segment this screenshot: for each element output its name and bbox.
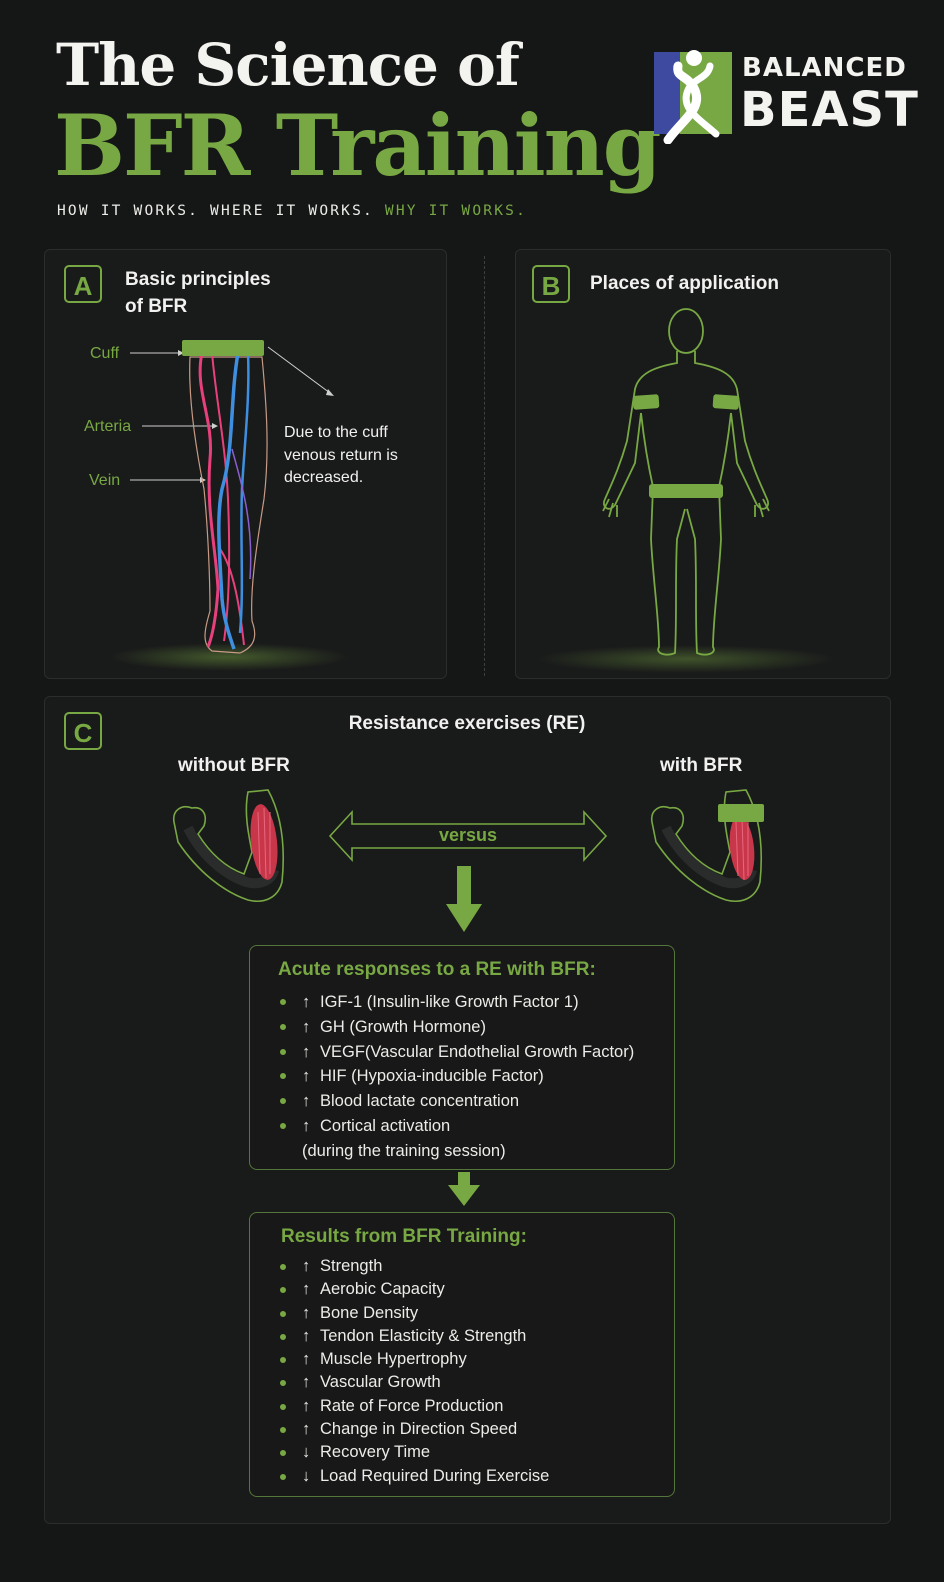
panel-b-badge: B — [532, 265, 570, 303]
cuff-note: Due to the cuff venous return is decreas… — [284, 422, 398, 490]
label-cuff: Cuff — [90, 345, 120, 362]
list-item: ↑Muscle Hypertrophy — [278, 1348, 549, 1371]
results-list: ↑Strength ↑Aerobic Capacity ↑Bone Densit… — [278, 1255, 549, 1488]
acute-responses-list: ↑IGF-1 (Insulin-like Growth Factor 1) ↑G… — [278, 990, 634, 1164]
list-item: ↑Cortical activation(during the training… — [278, 1114, 634, 1164]
versus-label: versus — [438, 825, 498, 845]
without-bfr-label: without BFR — [178, 755, 290, 776]
logo-word-beast: BEAST — [740, 82, 919, 138]
label-arteria: Arteria — [84, 418, 132, 435]
tagline-part-2: WHY IT WORKS. — [384, 203, 527, 219]
list-item: ↑Strength — [278, 1255, 549, 1278]
list-item: ↑Tendon Elasticity & Strength — [278, 1325, 549, 1348]
acute-responses-title: Acute responses to a RE with BFR: — [278, 959, 596, 980]
versus-double-arrow-icon — [328, 809, 608, 863]
list-item: ↑Blood lactate concentration — [278, 1089, 634, 1114]
cuff-note-line-1: Due to the cuff — [284, 424, 388, 441]
list-item: ↑Rate of Force Production — [278, 1395, 549, 1418]
acute-responses-footnote: (during the training session) — [302, 1141, 506, 1160]
arm-without-bfr-icon — [172, 789, 285, 902]
list-item: ↑VEGF(Vascular Endothelial Growth Factor… — [278, 1040, 634, 1065]
list-item: ↓Load Required During Exercise — [278, 1465, 549, 1488]
panel-divider — [484, 256, 485, 676]
list-item: ↑IGF-1 (Insulin-like Growth Factor 1) — [278, 990, 634, 1015]
tagline-part-1: HOW IT WORKS. WHERE IT WORKS. — [57, 203, 385, 219]
panel-a-title-line-1: Basic principles — [125, 269, 271, 290]
panel-b-places-of-application — [515, 249, 891, 679]
list-item: ↑Change in Direction Speed — [278, 1418, 549, 1441]
list-item: ↓Recovery Time — [278, 1441, 549, 1464]
panel-a-title-line-2: of BFR — [125, 296, 188, 317]
title-line-1: The Science of — [56, 31, 520, 99]
results-box: Results from BFR Training: ↑Strength ↑Ae… — [249, 1212, 675, 1497]
logo-word-balanced: BALANCED — [742, 53, 907, 83]
panel-b-title: Places of application — [590, 273, 779, 294]
panel-a-badge: A — [64, 265, 102, 303]
results-title: Results from BFR Training: — [281, 1226, 527, 1247]
arm-with-bfr-icon — [650, 789, 764, 902]
leg-illustration — [109, 340, 349, 671]
panel-c-badge: C — [64, 712, 102, 750]
list-item: ↑GH (Growth Hormone) — [278, 1015, 634, 1040]
down-arrow-small-icon — [448, 1172, 480, 1206]
list-item: ↑Vascular Growth — [278, 1371, 549, 1394]
acute-responses-box: Acute responses to a RE with BFR: ↑IGF-1… — [249, 945, 675, 1170]
cuff-note-line-2: venous return is — [284, 446, 398, 464]
with-bfr-label: with BFR — [660, 755, 743, 776]
body-figure-illustration — [536, 308, 836, 673]
cuff-note-line-3: decreased. — [284, 469, 364, 486]
title-line-2: BFR Training — [54, 96, 661, 195]
list-item: ↑Aerobic Capacity — [278, 1278, 549, 1301]
down-arrow-icon — [446, 866, 482, 932]
tagline: HOW IT WORKS. WHERE IT WORKS. WHY IT WOR… — [57, 203, 527, 219]
panel-a-title: Basic principles of BFR — [125, 266, 271, 320]
list-item: ↑HIF (Hypoxia-inducible Factor) — [278, 1064, 634, 1089]
panel-c-title: Resistance exercises (RE) — [348, 713, 586, 734]
list-item: ↑Bone Density — [278, 1302, 549, 1325]
panel-a-basic-principles — [44, 249, 447, 679]
balanced-beast-logo-icon — [654, 50, 732, 144]
label-vein: Vein — [89, 472, 121, 489]
